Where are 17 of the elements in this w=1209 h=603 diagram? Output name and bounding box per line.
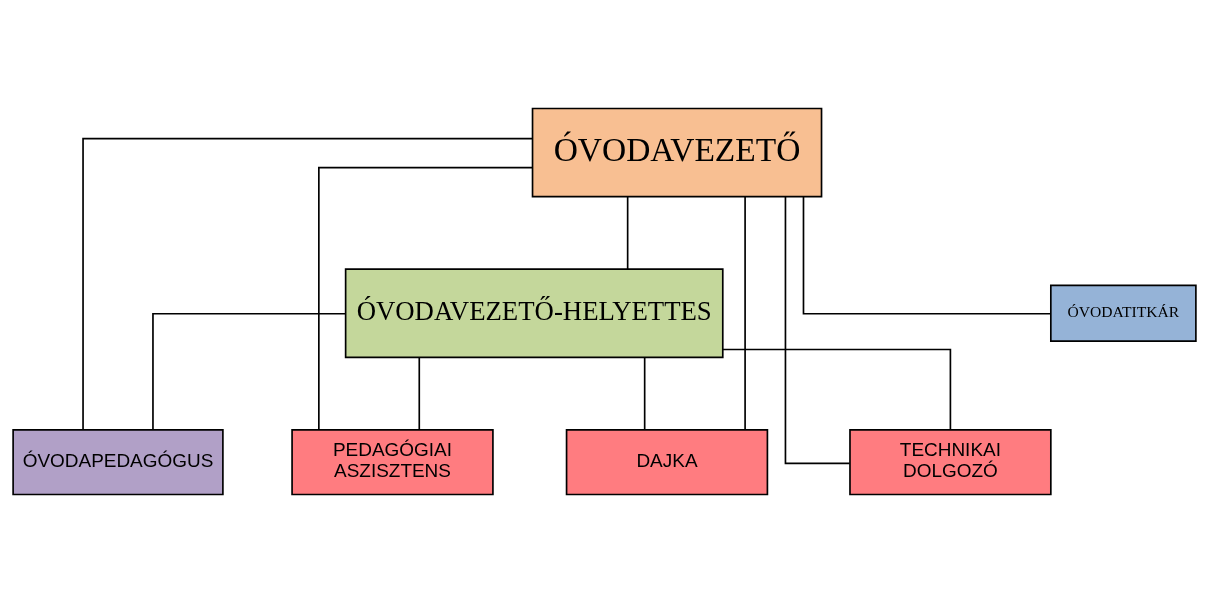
node-box: TECHNIKAI DOLGOZÓ	[849, 429, 1052, 496]
connector	[318, 166, 534, 431]
connector	[784, 195, 851, 465]
node-box: PEDAGÓGIAI ASZISZTENS	[291, 429, 494, 496]
connector	[744, 196, 746, 431]
connector	[643, 356, 646, 431]
node-box: DAJKA	[565, 429, 769, 496]
connector	[152, 312, 347, 431]
node-box: ÓVODATITKÁR	[1050, 284, 1197, 342]
connector	[82, 137, 534, 431]
connector	[802, 196, 1052, 315]
node-box: ÓVODAPEDAGÓGUS	[12, 429, 224, 496]
connector	[722, 348, 952, 431]
connector	[626, 196, 629, 270]
node-box: ÓVODAVEZETŐ	[531, 107, 823, 198]
node-box: ÓVODAVEZETŐ-HELYETTES	[344, 268, 724, 359]
connector	[418, 356, 421, 431]
